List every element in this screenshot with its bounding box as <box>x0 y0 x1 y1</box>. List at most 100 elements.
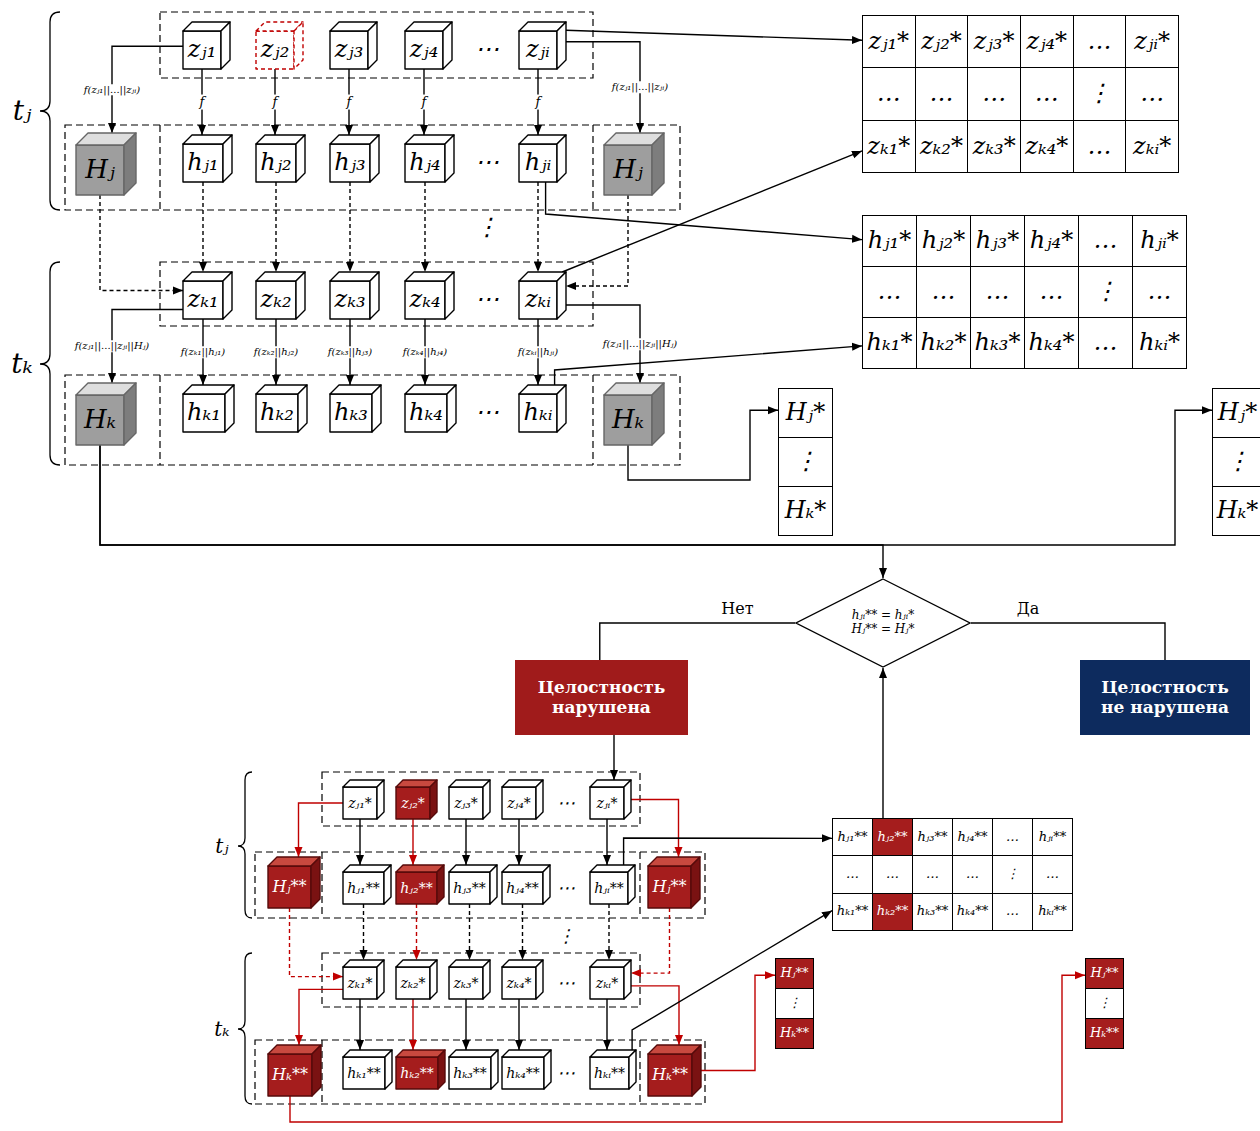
cube-side <box>343 865 391 872</box>
cube-label: hⱼ₃ <box>334 149 365 177</box>
table-cell: ⋮ <box>775 988 813 1018</box>
hash-cube: hₖ₄** <box>502 1050 551 1089</box>
cube-side <box>604 145 652 195</box>
hash-cube: zₖ₃ <box>330 272 379 319</box>
cube-label: zⱼ₄ <box>410 36 439 64</box>
edge-label-text: f(zₖᵢ||hⱼᵢ) <box>518 346 558 357</box>
table-cell: hⱼ₄* <box>1024 215 1078 266</box>
cube-face: Hₖ <box>604 395 652 445</box>
table-value: hₖ₃* <box>975 329 1021 357</box>
free-label-text: ⋮ <box>475 213 499 241</box>
cube-label: hⱼ₁** <box>347 880 379 896</box>
diamond-shape <box>796 579 970 667</box>
table-value: hⱼ₄** <box>957 830 987 845</box>
hash-cube: hₖ₄ <box>405 385 456 432</box>
connector <box>363 904 364 960</box>
cube-face: zₖ₁* <box>343 967 377 999</box>
cube-face: zₖᵢ <box>519 281 557 319</box>
connector <box>606 999 607 1050</box>
cube-side <box>343 1057 385 1089</box>
cube-label: zⱼᵢ <box>526 36 550 64</box>
table-value: … <box>1094 227 1118 255</box>
free-label: ⋯ <box>475 399 499 427</box>
hash-cube: hⱼ₁ <box>183 135 232 182</box>
table-cell: hₖ₂* <box>916 317 970 368</box>
cube-side <box>590 787 624 819</box>
hash-cube: zⱼ₄ <box>405 22 452 69</box>
cube-side <box>183 394 225 432</box>
table-value: zⱼᵢ* <box>1134 28 1170 56</box>
table-cell: zₖ₃* <box>967 120 1020 172</box>
cube-side <box>437 865 444 904</box>
value-table: hⱼ₁**hⱼ₂**hⱼ₃**hⱼ₄**…hⱼᵢ**…………⋮…hₖ₁**hₖ₂… <box>832 818 1073 931</box>
cube-face: hₖ₄ <box>405 394 447 432</box>
cube-face: hⱼ₂** <box>396 872 437 904</box>
table-cell: Hⱼ* <box>778 388 832 437</box>
connector <box>202 182 203 272</box>
cube-face: hⱼ₄** <box>502 872 543 904</box>
edge-label-text: f <box>273 94 278 109</box>
cube-label: hⱼᵢ <box>525 149 552 177</box>
cube-label: hₖᵢ** <box>594 1065 625 1081</box>
edge-label-text: f(zₖ₄||hⱼ₄) <box>403 346 447 357</box>
free-label: ⋯ <box>557 973 575 994</box>
table-cell: zⱼ₁* <box>862 15 915 67</box>
edge-label-text: f(zₖ₂||hⱼ₂) <box>254 346 298 357</box>
cube-side <box>557 272 566 319</box>
free-label: ⋯ <box>475 36 499 64</box>
cube-side <box>256 144 296 182</box>
hash-cube: hₖ₁ <box>183 385 234 432</box>
connector <box>631 986 679 1045</box>
hash-cube: hⱼᵢ** <box>590 865 635 904</box>
table-cell: … <box>1132 266 1186 317</box>
edge-label: f <box>198 95 207 110</box>
table-cell: ⋮ <box>992 855 1032 892</box>
cube-face: zₖ₃* <box>449 967 483 999</box>
table-value: … <box>886 867 899 882</box>
cube-side <box>405 394 447 432</box>
cube-side <box>543 865 550 904</box>
cube-side <box>490 865 497 904</box>
cube-side <box>368 22 377 69</box>
cube-face: hⱼᵢ** <box>590 872 628 904</box>
table-value: … <box>982 80 1006 108</box>
table-cell: hⱼ₄** <box>952 818 992 855</box>
table-cell: ⋮ <box>1212 437 1260 486</box>
condition-text: Hⱼ** = Hⱼ* <box>852 623 915 637</box>
cube-face: zⱼ₁* <box>343 787 377 819</box>
hash-cube: zₖ₄ <box>405 272 454 319</box>
connector <box>606 819 607 865</box>
table-cell: … <box>1020 67 1073 119</box>
cube-side <box>405 281 445 319</box>
cube-side <box>629 1050 636 1089</box>
edge-label-text: f(zⱼ₁||...||zⱼᵢ||Hⱼ) <box>603 338 677 349</box>
table-cell: … <box>952 855 992 892</box>
free-label-text: ⋯ <box>557 972 575 993</box>
table-cell: zⱼᵢ* <box>1125 15 1178 67</box>
hash-cube: zⱼ₁* <box>343 780 384 819</box>
cube-label: zⱼ₃* <box>454 795 478 811</box>
hash-cube: zⱼ₃* <box>449 780 490 819</box>
table-cell: … <box>992 818 1032 855</box>
cube-side <box>557 135 566 182</box>
table-value: … <box>1040 278 1064 306</box>
table-value: zₖᵢ* <box>1133 133 1171 161</box>
table-value: hₖ₁* <box>867 329 913 357</box>
connector <box>100 445 883 578</box>
edge-label-text: Да <box>1017 599 1040 618</box>
connector <box>469 904 470 960</box>
cube-side <box>330 394 372 432</box>
free-label: tⱼ <box>13 95 32 127</box>
table-value: Hₖ** <box>780 1026 809 1041</box>
table-cell: zₖ₄* <box>1020 120 1073 172</box>
cube-side <box>268 1054 312 1096</box>
free-label: ⋯ <box>557 1063 575 1084</box>
cube-face: zₖ₄ <box>405 281 445 319</box>
hash-cube: Hⱼ** <box>268 857 320 908</box>
hash-cube: hⱼ₁** <box>343 865 391 904</box>
table-value: … <box>878 278 902 306</box>
cube-side <box>502 865 550 872</box>
connector <box>546 182 862 240</box>
edge-label: Да <box>1015 600 1042 618</box>
cube-side <box>502 787 536 819</box>
